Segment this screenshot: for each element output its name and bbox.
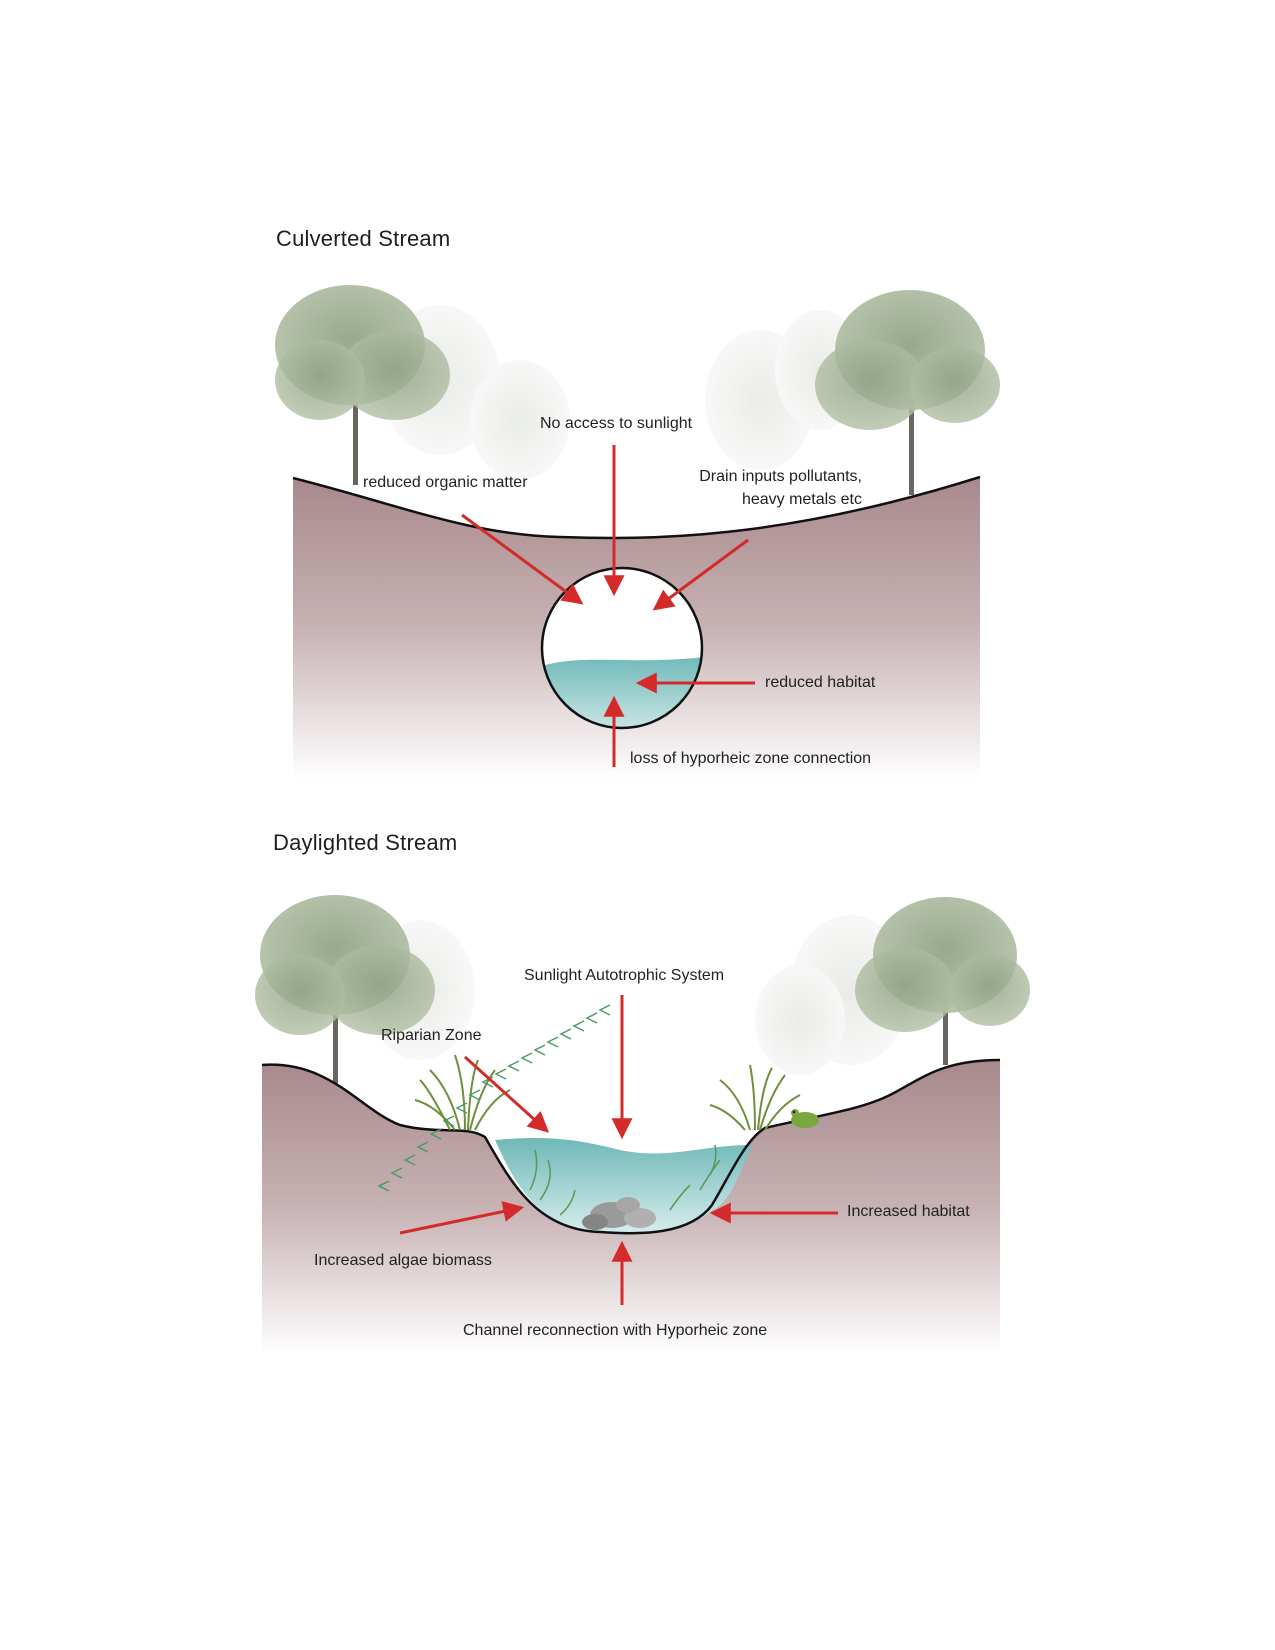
arrow-riparian [463,1055,550,1133]
arrow-organic-matter [461,513,584,605]
tree-right-2 [855,897,1030,1065]
label-no-sunlight: No access to sunlight [540,415,693,432]
label-reduced-habitat: reduced habitat [765,674,876,691]
label-hyporheic-reconnect: Channel reconnection with Hyporheic zone [463,1322,768,1339]
label-riparian-zone: Riparian Zone [381,1027,482,1044]
label-algae-biomass: Increased algae biomass [314,1252,492,1269]
tree-left-2 [255,895,435,1085]
soil-cross-section-2 [262,1060,1000,1355]
daylighted-arrows [399,995,838,1305]
label-sunlight-autotrophic: Sunlight Autotrophic System [524,967,725,984]
arrow-algae [399,1201,525,1235]
daylighted-stream-title: Daylighted Stream [273,830,458,855]
stream-rocks [582,1197,656,1230]
riparian-grass-left [414,1054,511,1131]
label-drain-line1: Drain inputs pollutants, [699,468,862,485]
ground-line-2 [261,1058,1001,1235]
label-increased-habitat: Increased habitat [847,1203,970,1220]
culverted-arrows [461,445,755,767]
daylighted-diagram [255,895,1030,1355]
underwater-plants [529,1144,721,1216]
arrow-drain-pollutants [652,538,749,611]
riparian-grass-right [709,1064,801,1131]
background-trees [380,305,865,480]
label-reduced-organic: reduced organic matter [363,474,528,491]
tree-left [275,285,450,485]
background-trees-2 [365,915,910,1075]
ground-line [292,475,981,540]
label-drain-line2: heavy metals etc [741,491,862,508]
stream-water [495,1138,752,1233]
culverted-diagram [275,285,1000,780]
label-hyporheic-loss: loss of hyporheic zone connection [630,750,872,767]
culverted-stream-title: Culverted Stream [276,226,451,251]
sunlight-chevrons [377,1004,611,1192]
tree-right [815,290,1000,495]
frog-icon [791,1109,819,1128]
